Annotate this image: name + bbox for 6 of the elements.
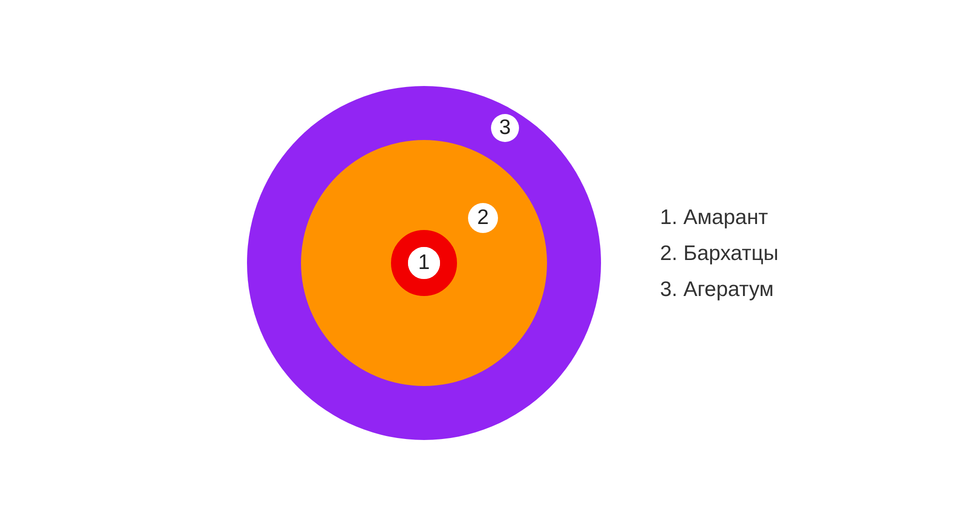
legend-text: 2. Бархатцы	[660, 242, 778, 266]
legend-text: 3. Агератум	[660, 278, 774, 302]
callout-number: 2	[468, 203, 498, 233]
callout-number: 3	[491, 114, 519, 142]
callout-number: 1	[408, 247, 440, 279]
legend-text: 1. Амарант	[660, 206, 768, 230]
